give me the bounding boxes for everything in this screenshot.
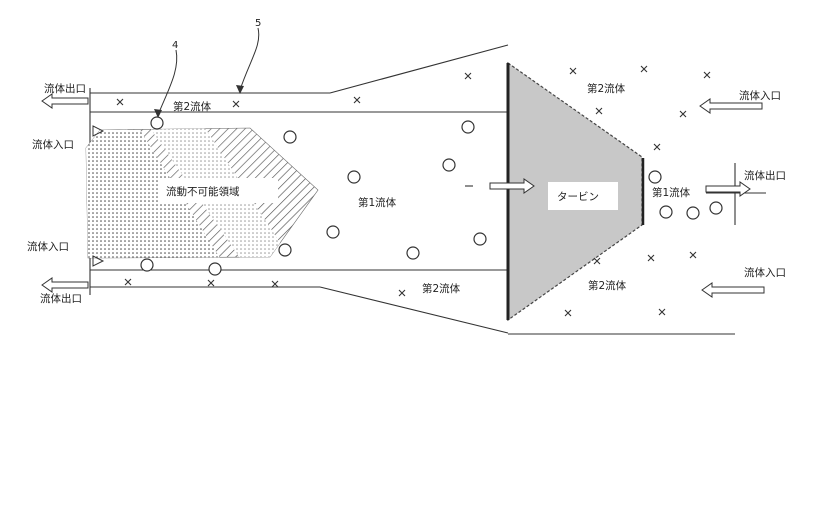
particle-circle — [709, 201, 723, 215]
no-flow-region: 流動不可能領域 — [85, 127, 319, 259]
outlet-right-label: 流体出口 — [744, 169, 786, 182]
particle-cross — [689, 251, 697, 259]
particle-circle — [406, 246, 420, 260]
no-flow-label-box — [158, 178, 278, 203]
particle-circle — [473, 232, 487, 246]
first-fluid-right-label: 第1流体 — [652, 186, 691, 199]
arrow-inlet-left-lower — [92, 255, 105, 267]
particle-cross — [398, 289, 406, 297]
second-fluid-particles — [116, 65, 711, 317]
reference-numerals: 4 5 — [154, 18, 261, 118]
particle-cross — [595, 107, 603, 115]
particle-cross — [207, 279, 215, 287]
particle-cross — [232, 100, 240, 108]
outlet-bottom-left-label: 流体出口 — [40, 292, 82, 305]
particle-cross — [653, 143, 661, 151]
taper-bottom — [319, 286, 509, 334]
particle-cross — [569, 67, 577, 75]
turbine-label: タービン — [557, 191, 599, 203]
inlet-left-upper-label: 流体入口 — [32, 138, 74, 151]
particle-cross — [464, 72, 472, 80]
second-fluid-bottom-right-label: 第2流体 — [588, 279, 627, 292]
inlet-right-top-label: 流体入口 — [739, 89, 781, 102]
particle-cross — [593, 257, 601, 265]
particle-cross — [640, 65, 648, 73]
turbine-label-box — [548, 182, 618, 210]
arrow-inlet-right-bottom — [701, 282, 765, 298]
leader-4-arrowhead — [154, 109, 162, 118]
particle-cross — [271, 280, 279, 288]
particle-cross — [703, 71, 711, 79]
ref-4: 4 — [172, 40, 178, 51]
particle-circle — [278, 243, 292, 257]
particle-circle — [686, 206, 700, 220]
particle-circle — [326, 225, 340, 239]
particle-circle — [442, 158, 456, 172]
taper-top — [329, 44, 509, 94]
particle-cross — [116, 98, 124, 106]
no-flow-label: 流動不可能領域 — [166, 185, 240, 198]
turbine: タービン — [506, 61, 645, 322]
particle-cross — [658, 308, 666, 316]
ref-5: 5 — [255, 18, 261, 29]
particle-circle — [461, 120, 475, 134]
particle-circle — [347, 170, 361, 184]
leader-5 — [239, 27, 260, 91]
labels: 流体出口 流体入口 流体入口 流体出口 第2流体 第1流体 第2流体 第2流体 … — [27, 82, 786, 305]
particle-cross — [679, 110, 687, 118]
particle-circle — [648, 170, 662, 184]
arrow-outlet-bottom-left — [41, 277, 89, 293]
particle-circle — [140, 258, 154, 272]
inlet-left-lower-label: 流体入口 — [27, 240, 69, 253]
particle-circle — [150, 116, 164, 130]
particle-cross — [647, 254, 655, 262]
second-fluid-top-right-label: 第2流体 — [587, 82, 626, 95]
particle-cross — [564, 309, 572, 317]
arrow-outlet-top-left — [41, 93, 89, 109]
leader-5-arrowhead — [236, 85, 244, 94]
second-fluid-bottom-mid-label: 第2流体 — [422, 282, 461, 295]
outlet-top-left-label: 流体出口 — [44, 82, 86, 95]
particle-cross — [353, 96, 361, 104]
arrow-main-flow — [489, 178, 535, 194]
second-fluid-top-left-label: 第2流体 — [173, 100, 212, 113]
particle-circle — [659, 205, 673, 219]
particle-cross — [124, 278, 132, 286]
inlet-right-bottom-label: 流体入口 — [744, 266, 786, 279]
arrow-inlet-right-top — [699, 98, 763, 114]
leader-4 — [157, 49, 178, 116]
flow-arrows — [41, 93, 765, 298]
first-fluid-particles — [140, 116, 723, 276]
arrow-inlet-left-upper — [92, 125, 105, 137]
particle-circle — [283, 130, 297, 144]
arrow-outlet-right — [705, 181, 751, 197]
particle-circle — [208, 262, 222, 276]
first-fluid-center-label: 第1流体 — [358, 196, 397, 209]
